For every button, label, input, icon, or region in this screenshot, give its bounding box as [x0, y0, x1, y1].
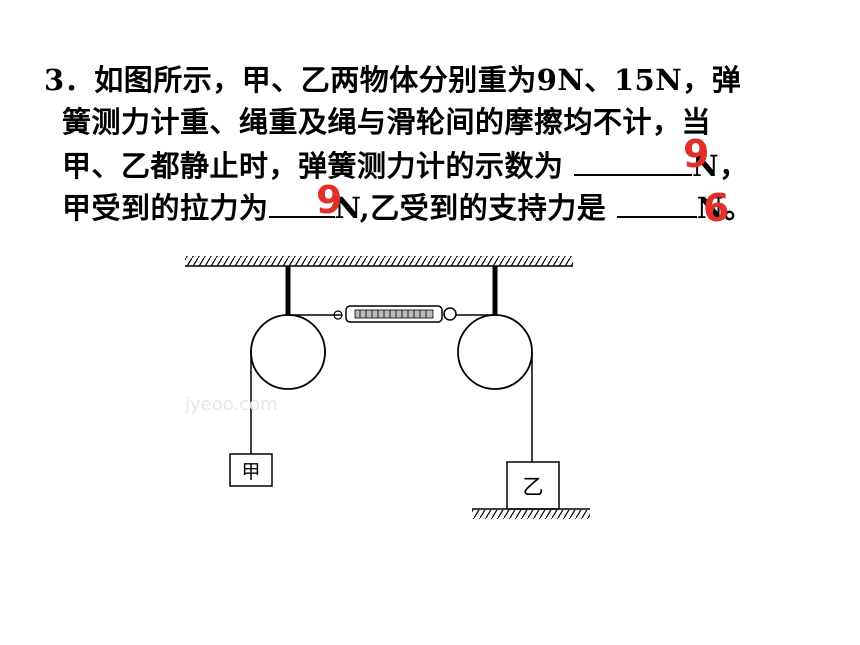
blank-pull-jia	[268, 188, 335, 218]
question-line-2: 簧测力计重、绳重及绳与滑轮间的摩擦均不计，当	[62, 104, 711, 140]
block-yi-label: 乙	[523, 475, 544, 499]
right-pulley	[457, 314, 533, 390]
pulley-diagram: 甲 乙 jyeoo.com	[184, 256, 590, 519]
block-jia	[229, 453, 273, 487]
unit-3: N，	[692, 149, 749, 183]
blank-spring-reading	[574, 146, 693, 176]
question-text-1: 如图所示，甲、乙两物体分别重为9N、15N，弹	[94, 63, 742, 97]
question-text-2: 簧测力计重、绳重及绳与滑轮间的摩擦均不计，当	[62, 105, 712, 139]
question-line-4: 甲受到的拉力为 N,乙受到的支持力是 N。	[62, 188, 753, 226]
question-number: 3．	[44, 63, 95, 97]
block-yi	[506, 461, 560, 510]
question-line-3: 甲、乙都静止时，弹簧测力计的示数为 N，	[62, 146, 749, 184]
blank-support-yi	[616, 188, 697, 218]
question-text-4b: N,乙受到的支持力是	[334, 191, 617, 225]
answer-spring-reading: 9	[683, 132, 710, 176]
question-line-1: 3．如图所示，甲、乙两物体分别重为9N、15N，弹	[44, 62, 741, 98]
left-pulley	[250, 314, 326, 390]
question-text-3: 甲、乙都静止时，弹簧测力计的示数为	[62, 149, 575, 183]
watermark: jyeoo.com	[184, 394, 278, 415]
unit-4: N。	[696, 191, 754, 225]
spring-scale	[345, 305, 443, 323]
scale-ring-right	[443, 307, 457, 321]
question-text-4a: 甲受到的拉力为	[62, 191, 269, 225]
answer-pull-jia: 9	[316, 178, 343, 222]
block-jia-label: 甲	[241, 461, 260, 483]
ground-hatch	[472, 510, 590, 519]
scale-hook-left	[333, 310, 343, 320]
answer-support-yi: 6	[703, 186, 730, 230]
ceiling-hatch	[185, 256, 573, 266]
